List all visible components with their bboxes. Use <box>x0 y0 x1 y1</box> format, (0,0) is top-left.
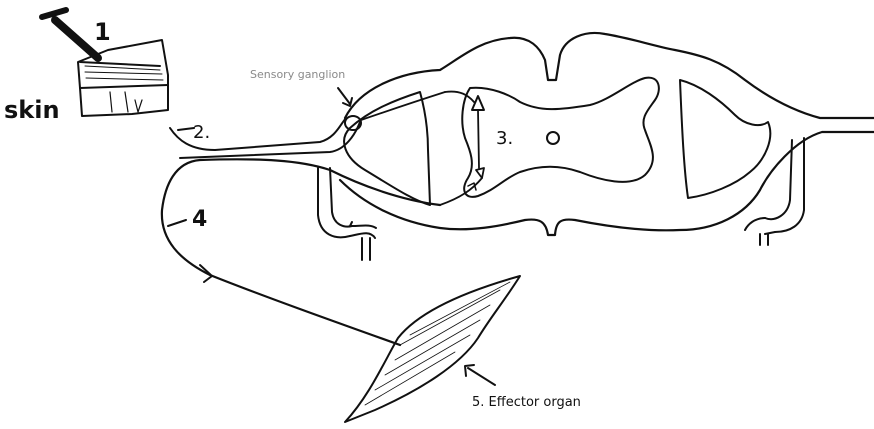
central-canal <box>547 132 559 144</box>
spinal-cord-outline <box>340 33 874 235</box>
skin-label: skin <box>4 96 60 124</box>
right-white-lobe <box>680 80 770 198</box>
left-grey-matter <box>462 78 659 197</box>
sensory-neuron-number: 2. <box>193 122 210 143</box>
pin-number-label: 1 <box>94 18 111 46</box>
motor-neuron-number: 4 <box>192 207 207 232</box>
motor-neuron <box>162 159 440 345</box>
left-white-lobe <box>344 92 430 205</box>
ganglion-label: Sensory ganglion <box>250 68 345 81</box>
right-ventral-root <box>765 138 804 232</box>
effector-label: 5. Effector organ <box>472 395 581 410</box>
interneuron-number: 3. <box>496 128 513 149</box>
pin-icon <box>42 10 98 58</box>
